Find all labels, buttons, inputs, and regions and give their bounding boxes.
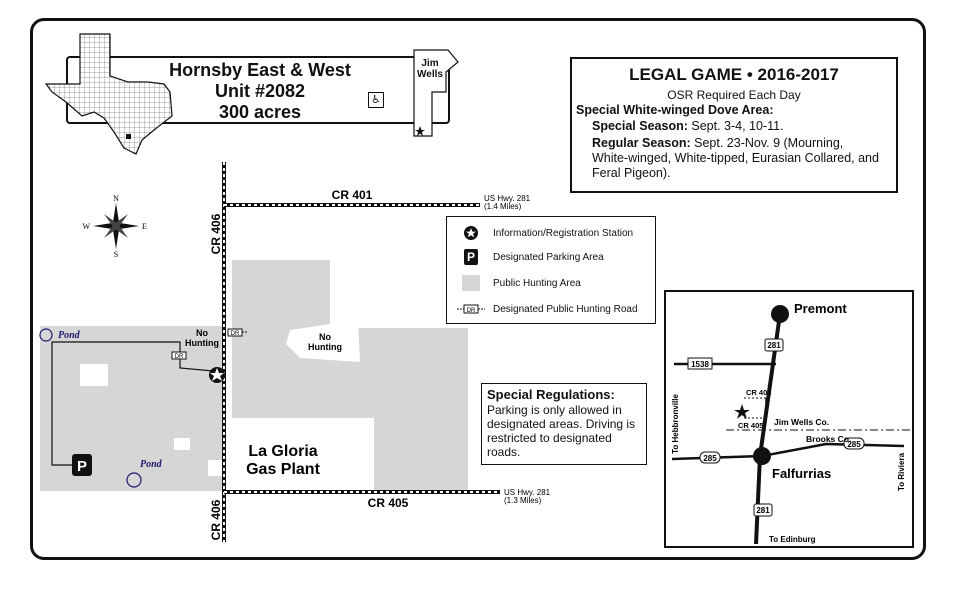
hwy281-south-label: US Hwy. 281 [504,488,551,497]
osr-note: OSR Required Each Day [667,88,801,102]
location-inset-map: 281 1538 285 285 281 Premont Falfurrias … [664,290,914,548]
map-frame [30,18,926,560]
no-hunting-label-west-2: Hunting [185,338,219,348]
gas-plant-label-2: Gas Plant [246,461,320,478]
special-regs-line: roads. [487,445,521,459]
hwy281-south-distance: (1.3 Miles) [504,496,542,505]
public-hunting-area-east [232,260,468,491]
compass-rose-icon [93,203,139,249]
legend-public-hunting: Public Hunting Area [493,277,581,289]
legal-game-heading: LEGAL GAME • 2016-2017 [629,65,839,84]
pond-label: Pond [140,459,163,470]
no-hunting-label-west: No [196,328,208,338]
compass-s: S [114,250,118,259]
cr406-top-label: CR 406 [209,213,223,254]
regular-season-label: Regular Season: [592,136,691,150]
svg-text:281: 281 [767,341,781,350]
hunting-road-icon: DR [457,304,485,314]
regular-season-value: Sept. 23-Nov. 9 (Mourning, [694,136,844,150]
clearing [174,438,190,450]
special-regs-line: Parking is only allowed in [487,403,622,417]
svg-text:281: 281 [756,506,770,515]
compass-w: W [82,222,90,231]
svg-text:285: 285 [703,454,717,463]
acreage: 300 acres [218,102,302,122]
legal-game-panel: LEGAL GAME • 2016-2017 OSR Required Each… [570,57,898,193]
pond-icon [39,328,53,342]
regular-season-value-2: White-winged, White-tipped, Eurasian Col… [592,151,879,165]
special-area-label: Special White-winged Dove Area: [576,103,774,117]
texas-outline-icon [44,33,173,155]
info-station-star-icon [209,367,225,383]
svg-text:285: 285 [847,440,861,449]
hunting-trail [51,341,225,466]
legend-hunting-road: Designated Public Hunting Road [493,303,638,315]
svg-text:Jim Wells Co.: Jim Wells Co. [774,417,829,427]
legend-parking: Designated Parking Area [493,251,604,263]
public-hunting-area-east-south [232,400,290,418]
compass-n: N [113,194,119,203]
special-regs-heading: Special Regulations: [487,387,615,402]
compass-e: E [142,222,147,231]
cr405-label: CR 405 [368,496,409,510]
public-hunting-area-west [40,326,224,491]
unit-number: Unit #2082 [214,81,306,101]
regular-season-value-3: Feral Pigeon). [592,166,671,180]
pond-icon [126,472,142,488]
cr401-label: CR 401 [332,188,373,202]
county-label: Jim Wells [417,58,443,80]
svg-text:CR 405: CR 405 [738,421,763,430]
svg-text:To Hebbronville: To Hebbronville [671,394,680,454]
info-station-icon [457,226,485,240]
clearing [208,460,224,476]
gas-plant-label: La Gloria [248,443,317,460]
svg-text:DR: DR [175,354,184,360]
svg-text:DR: DR [467,308,476,314]
svg-text:Brooks Co.: Brooks Co. [806,434,851,444]
svg-text:To Edinburg: To Edinburg [769,535,816,544]
hunting-area-swatch-icon [457,275,485,291]
special-season-label: Special Season: [592,119,688,133]
svg-text:CR 401: CR 401 [746,388,771,397]
no-hunting-zone [286,320,360,362]
pond-label: Pond [58,330,81,341]
svg-text:DR: DR [231,331,240,337]
map-legend: Information/Registration Station P Desig… [446,216,656,324]
inset-map-drawing: 281 1538 285 285 281 Premont Falfurrias … [671,301,912,545]
svg-text:Premont: Premont [794,301,847,316]
accessible-icon: ♿ [368,92,384,108]
hwy281-north-label: US Hwy. 281 [484,194,531,203]
cr406-bottom-label: CR 406 [209,499,223,540]
clearing [80,364,108,386]
county-outline-icon [413,49,459,137]
road-marker-dr: DR [171,351,187,360]
svg-text:Falfurrias: Falfurrias [772,466,831,481]
road-marker-dr: DR [227,328,248,337]
property-name: Hornsby East & West [169,60,351,80]
no-hunting-label-center-2: Hunting [308,342,342,352]
special-regs-line: restricted to designated [487,431,612,445]
svg-text:P: P [77,458,87,475]
special-regulations-box: Special Regulations: Parking is only all… [481,383,647,465]
svg-text:To Riviera: To Riviera [897,452,906,491]
no-hunting-label-center: No [319,332,331,342]
special-regs-line: designated areas. Driving is [487,417,636,431]
hwy281-north-distance: (1.4 Miles) [484,202,522,211]
svg-text:1538: 1538 [691,360,709,369]
parking-icon: P [457,249,485,265]
legend-info-station: Information/Registration Station [493,227,634,239]
parking-marker-icon: P [72,454,92,476]
special-season-value: Sept. 3-4, 10-11. [691,119,784,133]
